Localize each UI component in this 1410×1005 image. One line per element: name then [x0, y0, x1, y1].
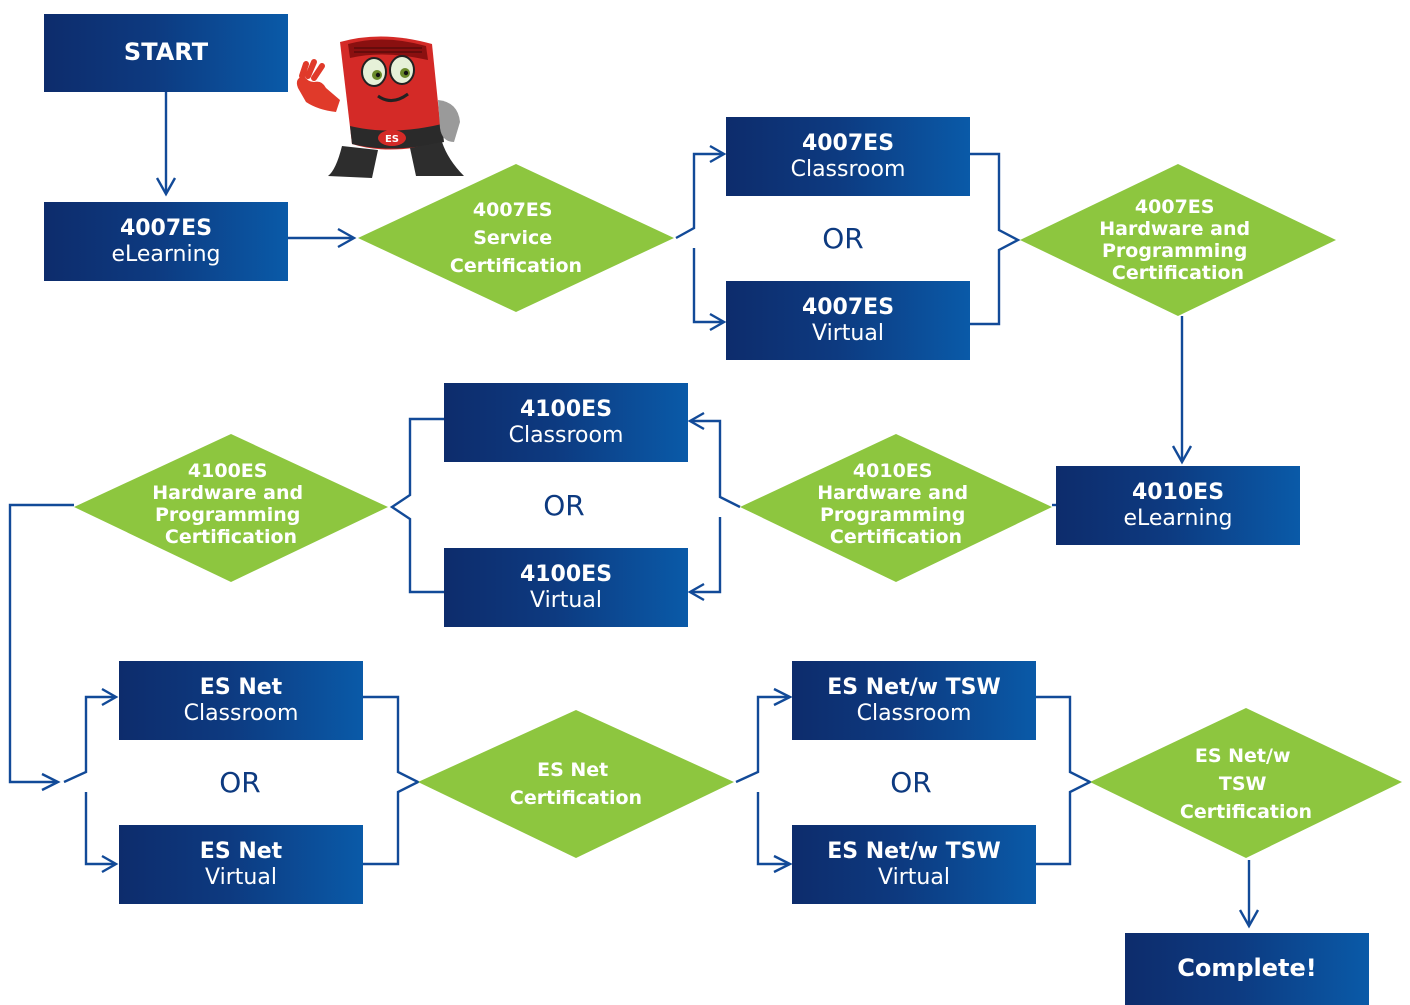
arrowhead: [709, 312, 727, 332]
start-label: START: [123, 38, 209, 67]
box-4100es-classroom: 4100ES Classroom: [444, 383, 688, 462]
mascot-badge: [378, 130, 406, 146]
brace-4007-merge: [970, 152, 1021, 326]
complete-box: Complete!: [1125, 933, 1369, 1005]
box-subtitle: Virtual: [530, 587, 602, 613]
diamond-4100es-hardware-programming-certification: 4100ES Hardware and Programming Certific…: [74, 434, 388, 582]
mascot-arm: [438, 100, 460, 142]
box-subtitle: Classroom: [856, 700, 972, 726]
box-subtitle: Classroom: [508, 422, 624, 448]
brace-4007-branch: [675, 152, 722, 324]
box-esnet-classroom: ES Net Classroom: [119, 661, 363, 740]
connector-4100hw-to-esnet: [8, 503, 74, 784]
box-title: ES Net: [199, 675, 283, 701]
svg-text:4007ES Hardware and: 4007ES Hardware and Programming Certific…: [1099, 196, 1257, 284]
box-subtitle: eLearning: [1123, 505, 1233, 531]
svg-text:4010ES Hardware and: 4010ES Hardware and Programming Certific…: [817, 460, 975, 548]
box-title: ES Net: [199, 839, 283, 865]
brace-4100-merge: [389, 417, 444, 594]
brace-4100-branch: [692, 419, 741, 594]
arrowhead: [155, 177, 177, 197]
box-title: 4007ES: [801, 295, 895, 321]
arrowhead: [709, 144, 727, 164]
box-title: ES Net/w TSW: [827, 675, 1001, 701]
box-subtitle: Classroom: [183, 700, 299, 726]
diamond-4010es-hardware-programming-certification: 4010ES Hardware and Programming Certific…: [740, 434, 1052, 582]
box-4007es-classroom: 4007ES Classroom: [726, 117, 970, 196]
box-4007es-elearning: 4007ES eLearning: [44, 202, 288, 281]
box-4007es-virtual: 4007ES Virtual: [726, 281, 970, 360]
box-subtitle: Classroom: [790, 156, 906, 182]
arrowhead: [687, 411, 705, 431]
arrowhead: [101, 854, 119, 874]
box-4100es-virtual: 4100ES Virtual: [444, 548, 688, 627]
diamond-4007es-service-certification: 4007ES Service Certification: [358, 164, 674, 312]
arrowhead: [687, 582, 705, 602]
brace-tsw-branch: [735, 695, 788, 866]
mascot-hand: [296, 76, 340, 112]
arrowhead: [1171, 445, 1193, 465]
box-subtitle: eLearning: [111, 241, 221, 267]
box-title: 4010ES: [1131, 480, 1225, 506]
box-title: ES Net/w TSW: [827, 839, 1001, 865]
box-title: 4007ES: [119, 216, 213, 242]
box-subtitle: Virtual: [205, 864, 277, 890]
arrowhead: [773, 854, 793, 874]
box-esnet-tsw-classroom: ES Net/w TSW Classroom: [792, 661, 1036, 740]
svg-text:ES: ES: [385, 134, 399, 145]
box-esnet-tsw-virtual: ES Net/w TSW Virtual: [792, 825, 1036, 904]
box-title: 4100ES: [519, 397, 613, 423]
box-title: 4007ES: [801, 131, 895, 157]
diamond-esnet-tsw-certification: ES Net/w TSW Certification: [1090, 708, 1402, 858]
or-label-esnet: OR: [219, 766, 261, 799]
box-subtitle: Virtual: [812, 320, 884, 346]
brace-esnet-branch: [63, 695, 114, 866]
arrowhead: [337, 227, 357, 249]
box-esnet-virtual: ES Net Virtual: [119, 825, 363, 904]
or-label-tsw: OR: [890, 766, 932, 799]
arrowhead: [101, 687, 119, 707]
svg-text:4100ES Hardware and: 4100ES Hardware and Programming Certific…: [152, 460, 310, 548]
or-label-4007: OR: [822, 222, 864, 255]
diamond-4007es-hardware-programming-certification: 4007ES Hardware and Programming Certific…: [1020, 164, 1336, 316]
or-label-4100: OR: [543, 489, 585, 522]
box-4010es-elearning: 4010ES eLearning: [1056, 466, 1300, 545]
box-subtitle: Virtual: [878, 864, 950, 890]
arrowhead: [41, 772, 61, 792]
mascot-illustration: ES: [296, 36, 464, 178]
svg-text:ES Net Certification: ES Net Certification: [510, 759, 642, 809]
svg-text:ES Net/w TSW C: ES Net/w TSW Certification: [1180, 745, 1312, 823]
mascot-legs: [328, 142, 464, 178]
arrowhead: [773, 687, 793, 707]
diamond-esnet-certification: ES Net Certification: [418, 710, 734, 858]
complete-label: Complete!: [1177, 954, 1317, 983]
svg-text:4007ES Service: 4007ES Service Certification: [450, 199, 582, 277]
start-box: START: [44, 14, 288, 92]
box-title: 4100ES: [519, 562, 613, 588]
arrowhead: [1238, 909, 1260, 929]
